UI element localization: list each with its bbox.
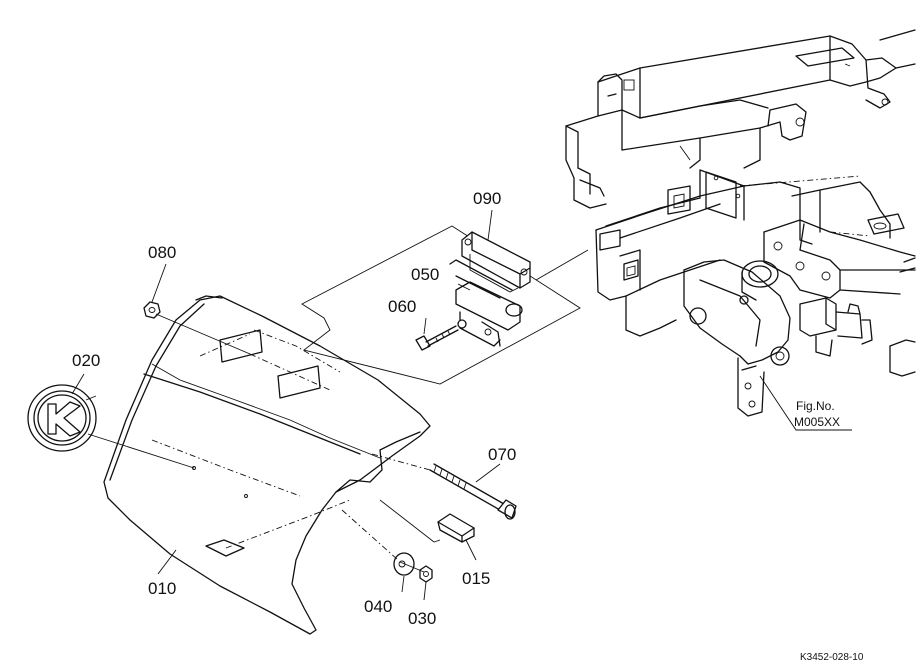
part-label-015: 015 xyxy=(462,569,490,588)
part-label-060: 060 xyxy=(388,297,416,316)
part-label-010: 010 xyxy=(148,579,176,598)
emblem-part xyxy=(27,384,97,452)
front-cover-part xyxy=(103,295,431,635)
screw-part xyxy=(415,319,467,351)
fig-ref-line1: Fig.No. xyxy=(796,399,835,413)
figure-reference: Fig.No. M005XX xyxy=(794,399,840,429)
part-label-020: 020 xyxy=(72,351,100,370)
part-label-030: 030 xyxy=(408,609,436,628)
drawing-code: K3452-028-10 xyxy=(800,652,864,663)
leader-lines xyxy=(71,209,852,601)
fig-ref-line2: M005XX xyxy=(794,415,840,429)
part-label-080: 080 xyxy=(148,243,176,262)
hinge-plate-part xyxy=(461,231,531,293)
long-bolt-part xyxy=(429,463,517,520)
part-label-090: 090 xyxy=(473,189,501,208)
part-label-070: 070 xyxy=(488,445,516,464)
part-label-040: 040 xyxy=(364,597,392,616)
assembly-lines xyxy=(87,313,441,573)
nut-bottom-part xyxy=(419,565,433,583)
part-labels: 080 020 090 050 060 070 015 040 030 010 xyxy=(72,189,516,628)
part-label-050: 050 xyxy=(411,265,439,284)
frame-assembly xyxy=(565,29,916,417)
clip-part xyxy=(437,513,475,543)
nut-top-part xyxy=(143,301,161,319)
